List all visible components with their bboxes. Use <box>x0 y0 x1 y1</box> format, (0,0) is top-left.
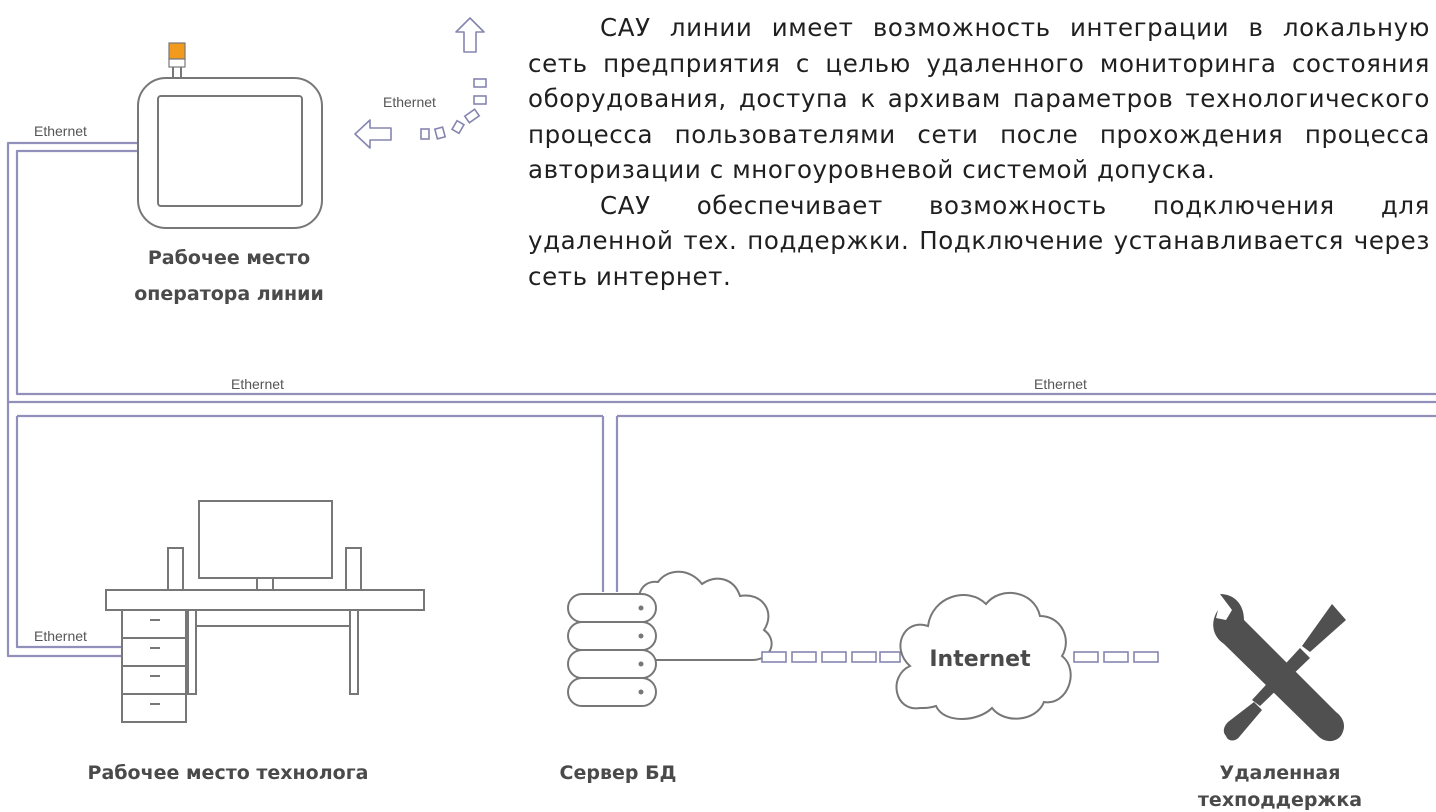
arrow-left-icon <box>354 119 392 149</box>
drawer-handles <box>150 619 160 705</box>
wireless-dash <box>420 128 430 140</box>
ethernet-label-wireless: Ethernet <box>383 94 436 110</box>
drawer <box>121 665 187 695</box>
desk-top <box>105 589 425 611</box>
screwdriver-icon <box>1223 604 1346 741</box>
wireless-dash <box>463 108 481 124</box>
server-caption: Сервер БД <box>560 762 677 784</box>
link-dash <box>1103 651 1129 663</box>
description-text: САУ линии имеет возможность интеграции в… <box>528 10 1430 294</box>
link-dash <box>851 651 877 663</box>
server-cloud <box>638 570 773 661</box>
drawer <box>121 609 187 639</box>
desk-leg-right <box>349 609 359 695</box>
operator-caption-line2: оператора линии <box>134 283 324 305</box>
wrench-icon <box>1213 594 1344 742</box>
wireless-dash <box>473 95 487 105</box>
server-drop <box>601 416 619 592</box>
database-server <box>567 570 773 707</box>
operator-cable <box>6 141 1436 404</box>
drawer <box>121 693 187 723</box>
ethernet-label-bus-right: Ethernet <box>1034 376 1087 392</box>
description-paragraph-1: САУ линии имеет возможность интеграции в… <box>528 13 1430 184</box>
wireless-dash <box>433 126 447 140</box>
speaker-left <box>167 547 184 591</box>
speaker-right <box>345 547 362 591</box>
link-dash <box>821 651 847 663</box>
description-paragraph-2: САУ обеспечивает возможность подключения… <box>528 190 1430 291</box>
internet-cloud-shape <box>895 591 1072 720</box>
signal-lamp <box>168 42 186 60</box>
link-dash <box>791 651 817 663</box>
operator-panel <box>137 42 323 229</box>
link-dash <box>1133 651 1159 663</box>
server-unit <box>567 677 657 707</box>
internet-cloud: Internet <box>895 591 1072 720</box>
support-caption-line1: Удаленная <box>1220 762 1341 784</box>
link-dash <box>879 651 901 663</box>
server-internet-link <box>761 651 901 663</box>
wireless-dash <box>450 119 466 135</box>
operator-caption-line1: Рабочее место <box>148 247 310 269</box>
monitor-neck <box>256 577 274 591</box>
technologist-workstation <box>105 500 425 723</box>
arrow-up-icon <box>455 17 485 53</box>
operator-panel-screen <box>157 95 303 207</box>
ethernet-label-technologist: Ethernet <box>34 628 87 644</box>
wireless-dash <box>473 78 487 88</box>
link-dash <box>1073 651 1099 663</box>
internet-support-link <box>1073 651 1159 663</box>
technologist-cable-inner <box>15 416 122 649</box>
ethernet-cabling <box>6 141 1436 658</box>
internet-label: Internet <box>929 647 1031 672</box>
remote-access-arrows <box>354 17 487 149</box>
technologist-cable <box>6 402 122 658</box>
monitor <box>198 500 333 579</box>
ethernet-label-bus-left: Ethernet <box>231 376 284 392</box>
wrench-screwdriver-icon <box>1213 594 1346 742</box>
server-leds <box>638 605 644 695</box>
signal-lamp-stand <box>172 67 182 78</box>
technologist-caption: Рабочее место технолога <box>88 762 369 784</box>
operator-cable-inner <box>15 149 1436 396</box>
link-dash <box>761 651 787 663</box>
ethernet-label-operator: Ethernet <box>34 123 87 139</box>
desk-leg-left <box>187 609 197 695</box>
drawer <box>121 637 187 667</box>
signal-lamp-base <box>168 58 186 68</box>
support-caption-line2: техподдержка <box>1198 789 1362 811</box>
